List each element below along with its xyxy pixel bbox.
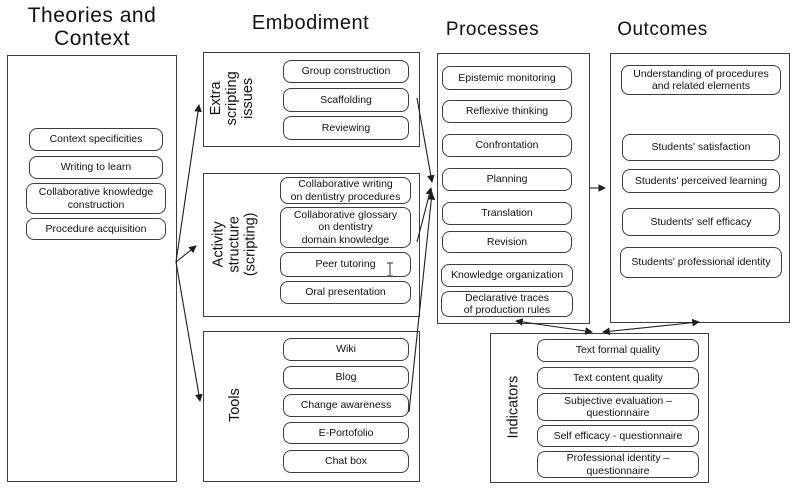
box-self-efficacy-questionnaire: Self efficacy - questionnaire [537,425,699,447]
box-collaborative-writing: Collaborative writing on dentistry proce… [280,177,411,204]
box-reflexive-thinking: Reflexive thinking [442,100,572,123]
box-students-satisfaction: Students' satisfaction [622,134,780,161]
box-peer-tutoring: Peer tutoring [280,252,411,277]
box-writing-to-learn: Writing to learn [29,156,163,179]
box-knowledge-organization: Knowledge organization [441,264,573,287]
box-revision: Revision [442,231,572,253]
box-text-formal-quality: Text formal quality [537,339,699,362]
box-oral-presentation: Oral presentation [280,281,411,304]
theories-context-panel [7,55,177,482]
box-translation: Translation [442,202,572,225]
box-professional-identity-questionnaire: Professional identity – questionnaire [537,451,699,478]
box-e-portfolio: E-Portofolio [283,422,409,444]
box-reviewing: Reviewing [283,116,409,140]
box-group-construction: Group construction [283,60,409,83]
box-wiki: Wiki [283,338,409,361]
box-students-self-efficacy: Students' self efficacy [622,208,780,236]
box-confrontation: Confrontation [442,134,572,157]
box-blog: Blog [283,366,409,389]
box-epistemic-monitoring: Epistemic monitoring [442,66,572,90]
box-change-awareness: Change awareness [283,394,409,417]
box-subjective-evaluation: Subjective evaluation – questionnaire [537,393,699,421]
processes-title: Processes [445,19,540,40]
arrow-indicators-outcomes-bidirectional [602,318,700,336]
box-students-perceived-learning: Students' perceived learning [622,169,780,193]
arrow-theories-to-tools [175,261,203,402]
outcomes-title: Outcomes [617,19,708,40]
extra-scripting-label: Extra scripting issues [208,71,257,126]
theories-context-title: Theories and Context [27,4,157,51]
indicators-label: Indicators [504,375,521,439]
box-understanding-procedures: Understanding of procedures and related … [621,65,781,95]
arrow-theories-to-extra-scripting [175,104,202,263]
box-context-specificities: Context specificities [29,128,163,151]
box-chat-box: Chat box [283,450,409,473]
box-scaffolding: Scaffolding [283,88,409,112]
box-procedure-acquisition: Procedure acquisition [26,218,166,240]
box-collaborative-glossary: Collaborative glossary on dentistry doma… [280,207,411,248]
embodiment-title: Embodiment [251,12,370,34]
box-declarative-traces: Declarative traces of production rules [441,291,573,317]
arrow-theories-to-activity [175,245,197,263]
tools-label: Tools [226,388,243,423]
box-collaborative-knowledge-construction: Collaborative knowledge construction [26,183,166,214]
box-students-professional-identity: Students' professional identity [620,247,782,278]
box-planning: Planning [442,168,572,191]
activity-structure-label: Activity structure (scripting) [210,212,260,276]
box-text-content-quality: Text content quality [537,367,699,389]
